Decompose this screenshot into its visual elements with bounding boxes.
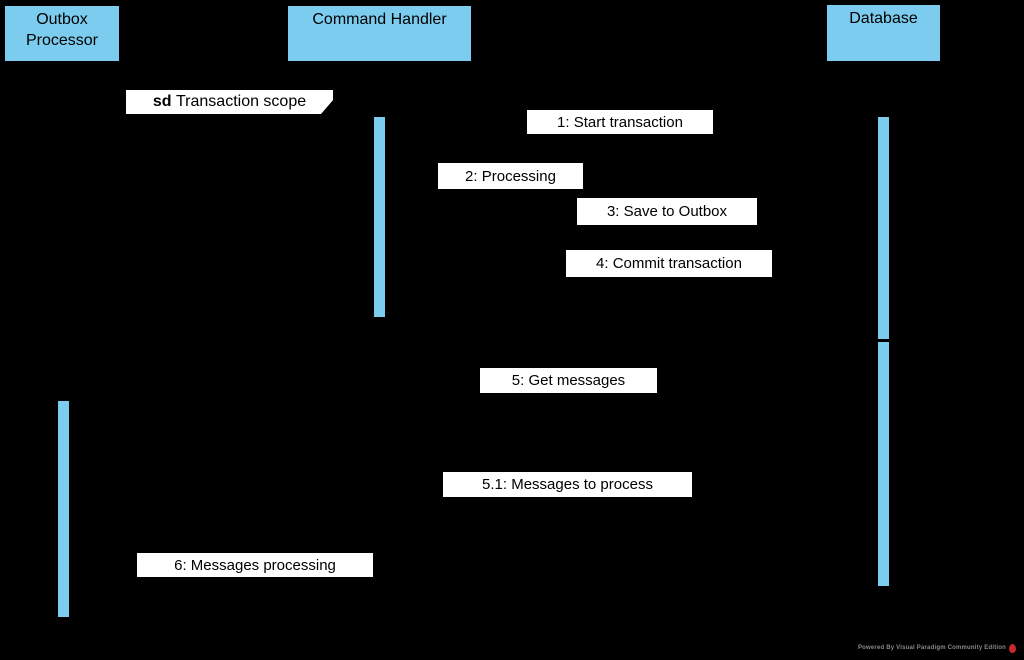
activation-bar-database-1 <box>877 116 890 340</box>
activation-bar-database-2 <box>877 341 890 587</box>
message-label-messages-to-process: 5.1: Messages to process <box>443 472 692 497</box>
frame-title: Transaction scope <box>175 93 307 110</box>
participant-database: Database <box>826 4 941 62</box>
message-label-get-messages: 5: Get messages <box>480 368 657 393</box>
participant-outbox-processor: Outbox Processor <box>4 5 120 62</box>
activation-bar-outbox-processor <box>57 400 70 618</box>
frame-keyword: sd <box>152 93 172 110</box>
visual-paradigm-logo-icon <box>1009 643 1016 653</box>
message-label-commit-transaction: 4: Commit transaction <box>566 250 772 277</box>
message-label-processing: 2: Processing <box>438 163 583 189</box>
message-label-messages-processing: 6: Messages processing <box>137 553 373 577</box>
participant-label: Command Handler <box>312 11 447 28</box>
message-label-start-transaction: 1: Start transaction <box>527 110 713 134</box>
participant-label: Outbox Processor <box>25 11 99 49</box>
participant-label: Database <box>849 10 918 27</box>
message-label-save-to-outbox: 3: Save to Outbox <box>577 198 757 225</box>
frame-label-text: sd Transaction scope <box>126 90 333 114</box>
frame-label-sd-transaction-scope: sd Transaction scope <box>124 88 335 116</box>
watermark-text: Powered By Visual Paradigm Community Edi… <box>857 645 1006 651</box>
activation-bar-command-handler <box>373 116 386 318</box>
watermark: Powered By Visual Paradigm Community Edi… <box>858 642 1016 654</box>
participant-command-handler: Command Handler <box>287 5 472 62</box>
